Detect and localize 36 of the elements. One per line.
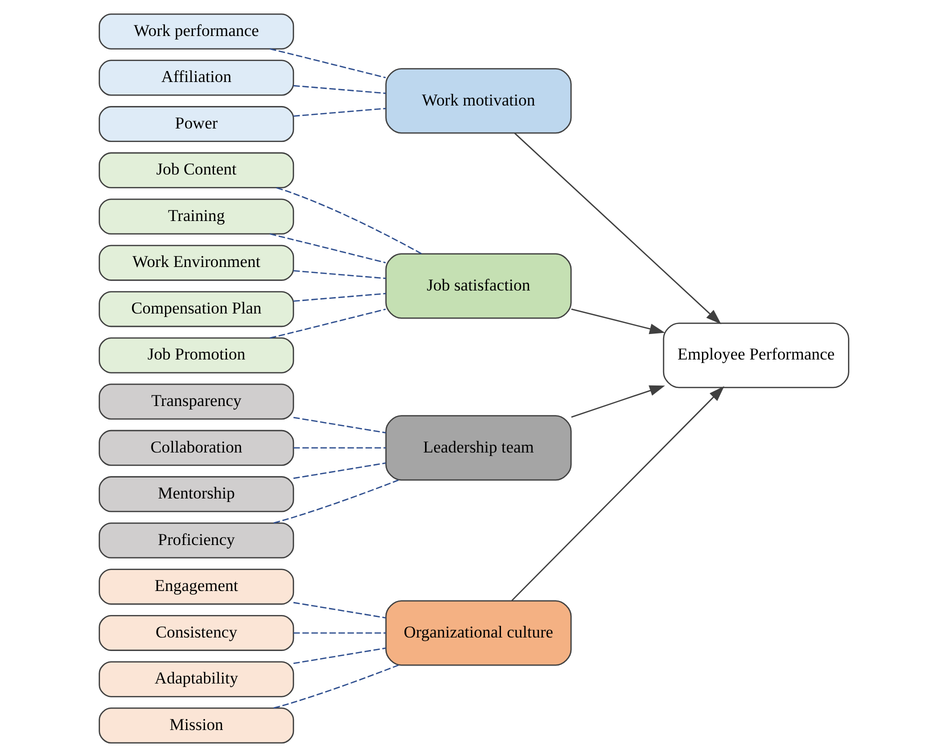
- arrow: [571, 308, 666, 334]
- node-box: Power: [98, 106, 294, 142]
- node-box: Job Content: [98, 152, 294, 188]
- arrow: [511, 386, 724, 601]
- node-box: Leadership team: [385, 414, 572, 480]
- node-box: Job Promotion: [98, 336, 294, 373]
- node-box: Proficiency: [98, 522, 294, 558]
- node-box: Job satisfaction: [385, 252, 572, 318]
- node-box: Consistency: [98, 614, 294, 650]
- arrow: [514, 132, 722, 324]
- connector: [293, 416, 386, 433]
- node-box: Work performance: [98, 13, 294, 49]
- connector: [293, 84, 386, 94]
- node-box: Affiliation: [98, 59, 294, 96]
- connector: [293, 646, 386, 664]
- node-box: Work motivation: [385, 68, 572, 134]
- node-box: Training: [98, 198, 294, 234]
- connector: [293, 601, 386, 618]
- node-box: Mentorship: [98, 476, 294, 512]
- connector: [294, 446, 386, 448]
- connector: [293, 292, 386, 302]
- connector: [293, 462, 386, 478]
- arrow: [571, 384, 666, 418]
- connector: [274, 479, 399, 524]
- node-box: Collaboration: [98, 429, 294, 466]
- node-box: Employee Performance: [662, 322, 850, 388]
- connector: [293, 107, 386, 116]
- node-box: Transparency: [98, 383, 294, 420]
- node-box: Mission: [98, 707, 294, 743]
- node-box: Organizational culture: [385, 600, 572, 666]
- connector: [294, 632, 386, 634]
- node-box: Compensation Plan: [98, 290, 294, 327]
- connector: [293, 270, 386, 279]
- node-box: Work Environment: [98, 244, 294, 280]
- node-box: Adaptability: [98, 660, 294, 697]
- node-box: Engagement: [98, 568, 294, 604]
